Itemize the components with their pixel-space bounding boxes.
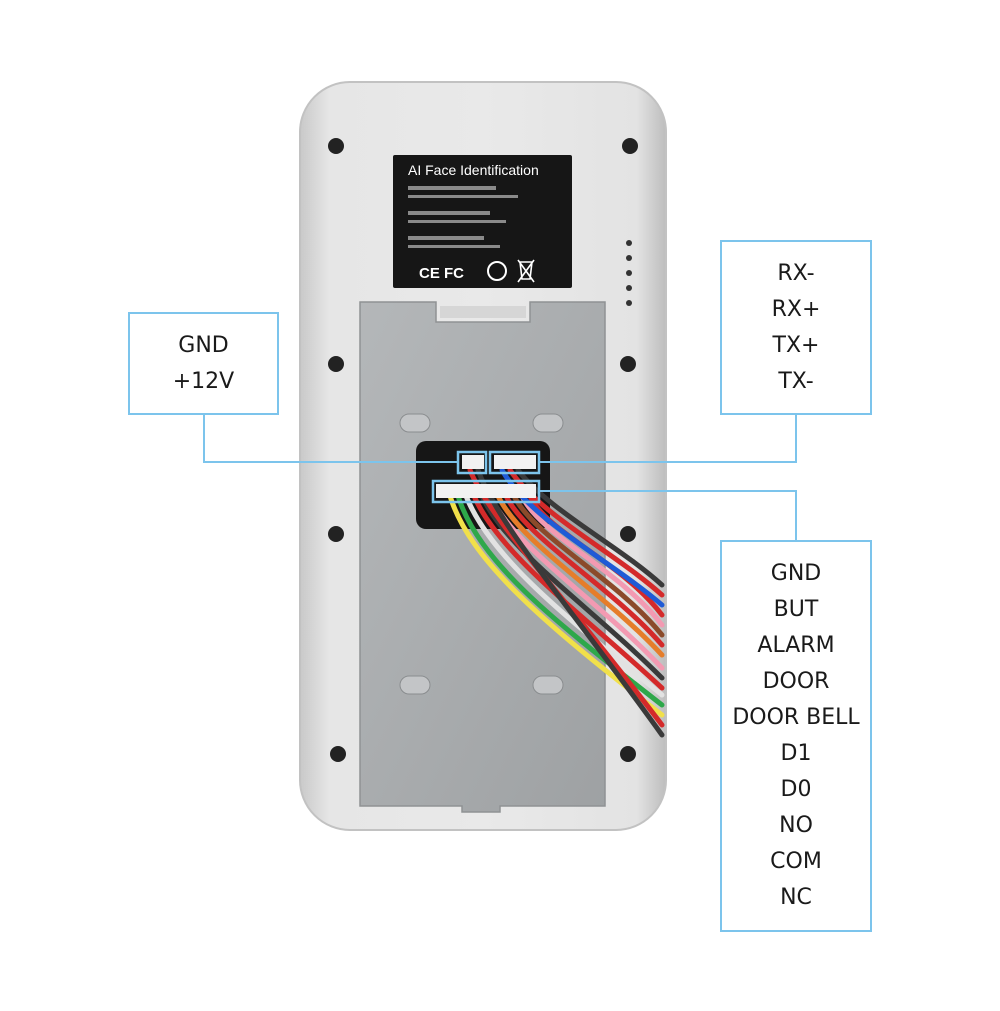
mounting-slot bbox=[532, 675, 564, 695]
mounting-slot bbox=[532, 413, 564, 433]
cert-marks: CE FC bbox=[419, 265, 464, 282]
mounting-slot bbox=[399, 413, 431, 433]
speaker-dot bbox=[626, 255, 632, 261]
pin-label: DOOR bbox=[762, 669, 830, 694]
weee-bin-icon bbox=[517, 259, 535, 283]
mounting-slots bbox=[399, 413, 564, 695]
pin-label: TX- bbox=[778, 368, 814, 394]
screw-hole bbox=[620, 356, 636, 372]
screw-hole bbox=[328, 526, 344, 542]
speaker-grille bbox=[626, 240, 632, 306]
leader-serial bbox=[539, 415, 797, 463]
screw-hole bbox=[620, 746, 636, 762]
connector-power bbox=[462, 455, 484, 469]
pin-label: RX+ bbox=[771, 296, 821, 322]
pin-label: TX+ bbox=[772, 332, 820, 358]
pin-label: +12V bbox=[172, 368, 235, 394]
speaker-dot bbox=[626, 285, 632, 291]
pin-label: D0 bbox=[780, 777, 812, 802]
pin-label: DOOR BELL bbox=[732, 705, 860, 730]
pin-label: GND bbox=[178, 332, 229, 358]
connector-serial bbox=[494, 455, 536, 469]
screw-hole bbox=[328, 356, 344, 372]
pin-label: D1 bbox=[780, 741, 812, 766]
speaker-dot bbox=[626, 240, 632, 246]
screw-hole bbox=[622, 138, 638, 154]
connector-io bbox=[436, 484, 536, 498]
pin-label: BUT bbox=[773, 597, 819, 622]
callout-power-pins: GND +12V bbox=[128, 312, 279, 415]
speaker-dot bbox=[626, 300, 632, 306]
pin-label: RX- bbox=[777, 260, 815, 286]
label-plate-title: AI Face Identification bbox=[408, 162, 539, 178]
label-plate-fine-print bbox=[408, 186, 518, 248]
screw-hole bbox=[330, 746, 346, 762]
pin-label: COM bbox=[770, 849, 822, 874]
mounting-slot bbox=[399, 675, 431, 695]
callout-serial-pins: RX- RX+ TX+ TX- bbox=[720, 240, 872, 415]
leader-io bbox=[539, 490, 797, 540]
pin-label: ALARM bbox=[757, 633, 835, 658]
pin-label: GND bbox=[770, 561, 822, 586]
leader-power bbox=[203, 415, 458, 463]
plate-hinge bbox=[440, 306, 526, 318]
callout-io-pins: GND BUT ALARM DOOR DOOR BELL D1 D0 NO CO… bbox=[720, 540, 872, 932]
screw-holes bbox=[328, 138, 638, 762]
screw-hole bbox=[620, 526, 636, 542]
pin-label: NC bbox=[780, 885, 812, 910]
pin-label: NO bbox=[779, 813, 813, 838]
screw-hole bbox=[328, 138, 344, 154]
cert-logo-icon bbox=[487, 261, 507, 281]
leader-lines bbox=[203, 415, 797, 540]
speaker-dot bbox=[626, 270, 632, 276]
